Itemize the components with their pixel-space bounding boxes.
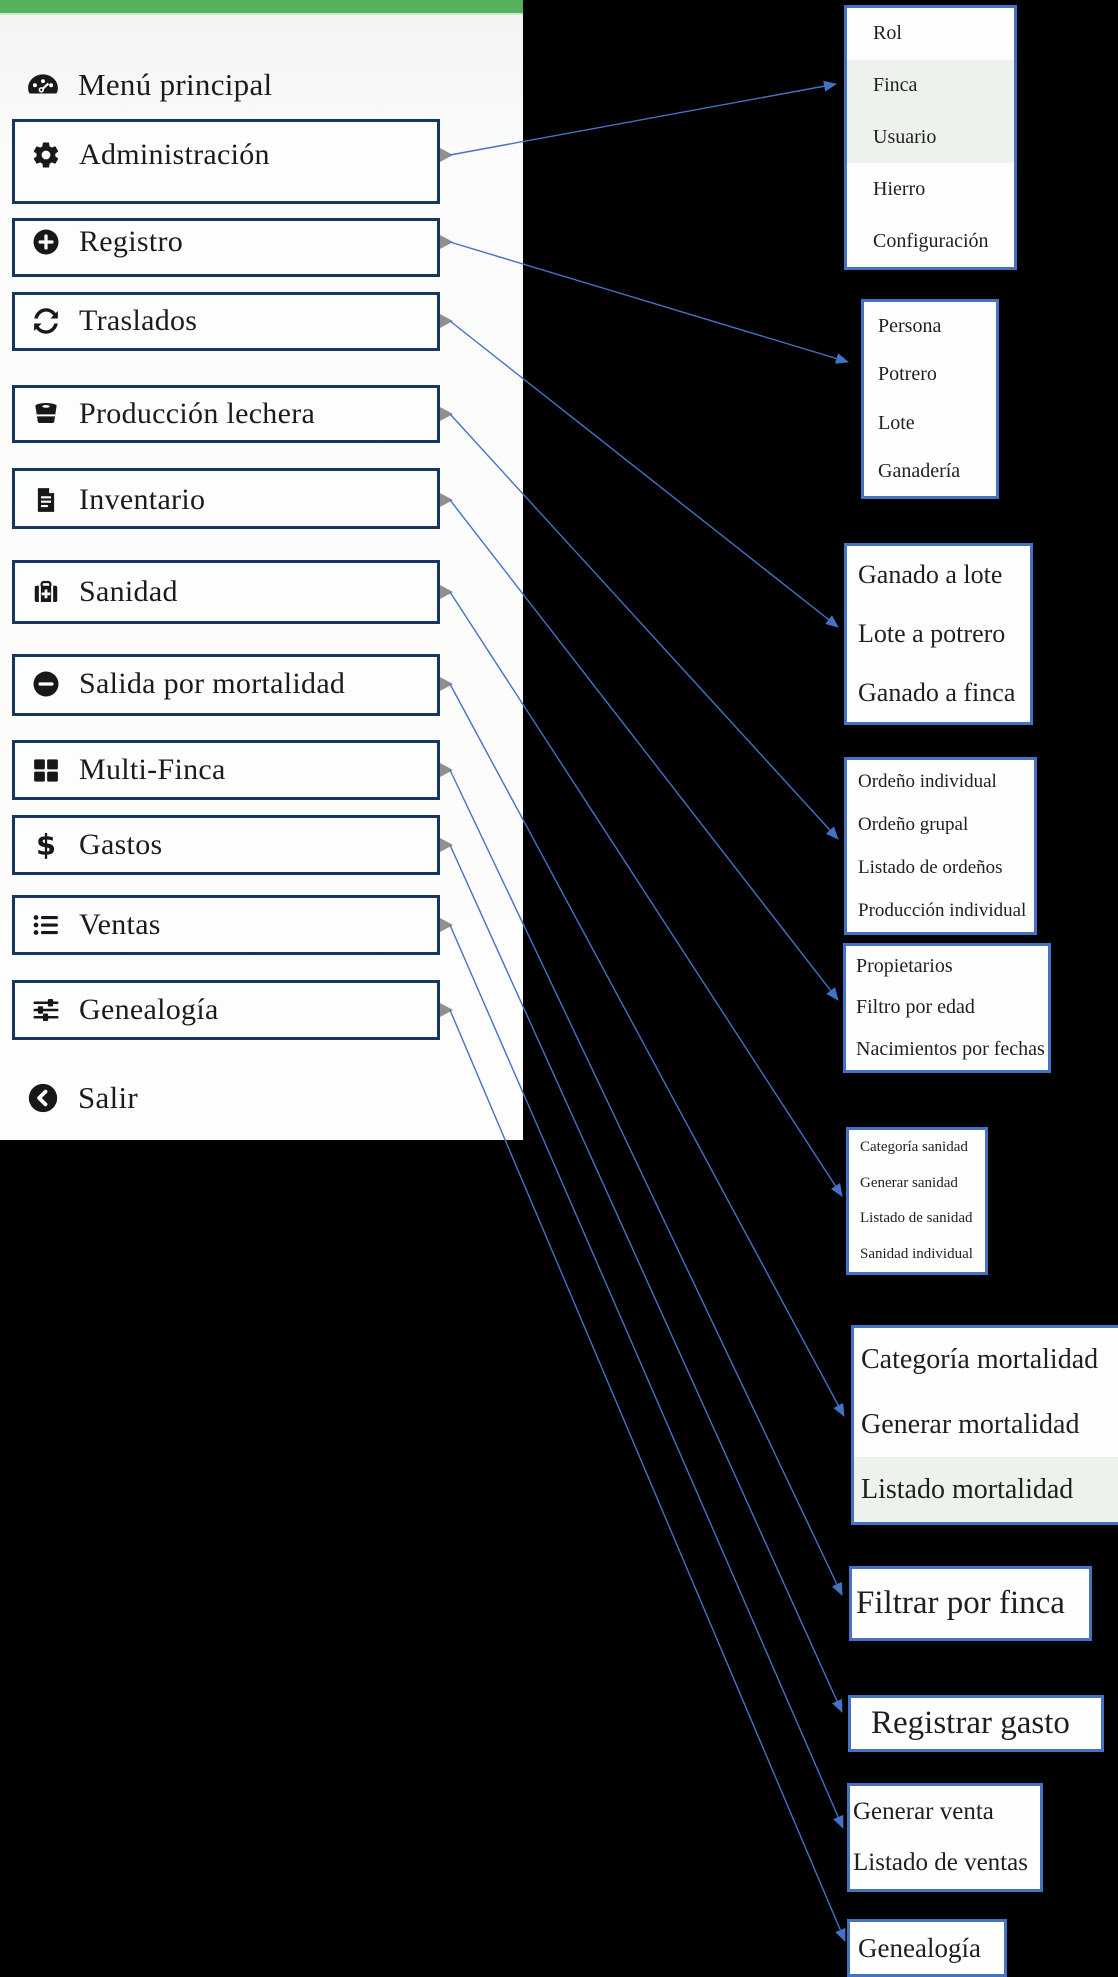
- sidebar-item-row: Administración: [15, 133, 437, 177]
- sidebar-item-row: $ Gastos: [15, 823, 437, 867]
- submenu-item[interactable]: Lote: [878, 411, 915, 434]
- submenu-item[interactable]: Propietarios: [856, 955, 953, 978]
- sidebar-item-label: Sanidad: [79, 575, 178, 608]
- menu-header-label: Menú principal: [78, 67, 273, 102]
- sidebar-item-row: Ventas: [15, 903, 437, 947]
- sidebar-item-multi-finca[interactable]: Multi-Finca: [12, 740, 440, 800]
- submenu-item[interactable]: Generar venta: [853, 1797, 994, 1825]
- sidebar-item-label: Inventario: [79, 483, 206, 516]
- sidebar-item-gastos[interactable]: $ Gastos: [12, 815, 440, 875]
- sidebar-item-label: Genealogía: [79, 993, 219, 1026]
- submenu-item[interactable]: Configuración: [873, 229, 989, 252]
- submenu-item[interactable]: Producción individual: [858, 899, 1027, 921]
- sidebar-top-accent-bar: [0, 0, 523, 15]
- sidebar-item-row: Sanidad: [15, 570, 437, 614]
- submenu-item[interactable]: Genealogía: [858, 1932, 981, 1963]
- sidebar-item-produccion-lechera[interactable]: Producción lechera: [12, 385, 440, 443]
- sidebar-item-label: Producción lechera: [79, 397, 316, 430]
- plus-circle-icon: [31, 227, 61, 257]
- sidebar-item-label: Registro: [79, 225, 184, 258]
- sidebar-item-registro[interactable]: Registro: [12, 218, 440, 277]
- sidebar-item-label: Administración: [79, 138, 270, 171]
- milk-bucket-icon: [31, 399, 61, 429]
- submenu-multi-finca-sub: Filtrar por finca: [849, 1566, 1092, 1641]
- submenu-item[interactable]: Generar mortalidad: [861, 1409, 1080, 1440]
- medkit-icon: [31, 577, 61, 607]
- back-icon: [26, 1081, 60, 1115]
- list-icon: [31, 910, 61, 940]
- submenu-item[interactable]: Persona: [878, 314, 942, 337]
- submenu-item[interactable]: Sanidad individual: [860, 1245, 973, 1262]
- sidebar-item-traslados[interactable]: Traslados: [12, 292, 440, 351]
- sidebar-item-row: Salida por mortalidad: [15, 662, 437, 706]
- submenu-item[interactable]: Rol: [873, 22, 902, 45]
- submenu-gastos-sub: Registrar gasto: [848, 1695, 1104, 1752]
- sidebar-item-salida-mortalidad[interactable]: Salida por mortalidad: [12, 654, 440, 716]
- submenu-item[interactable]: Potrero: [878, 363, 937, 386]
- submenu-item[interactable]: Categoría mortalidad: [861, 1344, 1099, 1376]
- submenu-item[interactable]: Ordeño grupal: [858, 813, 969, 835]
- sidebar-item-row: Inventario: [15, 478, 437, 522]
- submenu-item[interactable]: Listado de ordeños: [858, 856, 1003, 878]
- grid-icon: [31, 755, 61, 785]
- menu-exit[interactable]: Salir: [0, 1073, 523, 1123]
- sidebar-item-row: Genealogía: [15, 988, 437, 1032]
- submenu-item[interactable]: Registrar gasto: [871, 1705, 1070, 1741]
- dashboard-icon: [26, 68, 60, 102]
- sidebar-item-label: Gastos: [79, 828, 163, 861]
- submenu-item[interactable]: Generar sanidad: [860, 1174, 958, 1191]
- sidebar-item-row: Multi-Finca: [15, 748, 437, 792]
- sidebar-item-sanidad[interactable]: Sanidad: [12, 560, 440, 624]
- sidebar-item-label: Ventas: [79, 908, 161, 941]
- submenu-item[interactable]: Categoría sanidad: [860, 1139, 968, 1156]
- sidebar-item-ventas[interactable]: Ventas: [12, 895, 440, 955]
- gear-icon: [31, 140, 61, 170]
- submenu-item[interactable]: Hierro: [873, 177, 926, 200]
- submenu-item[interactable]: Listado de sanidad: [860, 1210, 973, 1227]
- submenu-item[interactable]: Filtrar por finca: [856, 1585, 1065, 1621]
- svg-text:$: $: [36, 830, 56, 860]
- submenu-genealogia-sub: Genealogía: [847, 1919, 1007, 1977]
- submenu-item[interactable]: Nacimientos por fechas: [856, 1037, 1045, 1060]
- submenu-item[interactable]: Usuario: [847, 111, 1014, 164]
- sidebar-item-label: Salida por mortalidad: [79, 667, 346, 700]
- submenu-item[interactable]: Ordeño individual: [858, 770, 997, 792]
- submenu-item[interactable]: Listado mortalidad: [854, 1457, 1118, 1523]
- sidebar-item-genealogia[interactable]: Genealogía: [12, 980, 440, 1040]
- sidebar-item-administracion[interactable]: Administración: [12, 119, 440, 204]
- menu-header[interactable]: Menú principal: [0, 60, 523, 110]
- menu-exit-label: Salir: [78, 1080, 139, 1115]
- document-icon: [31, 485, 61, 515]
- sidebar-item-inventario[interactable]: Inventario: [12, 468, 440, 529]
- submenu-item[interactable]: Finca: [847, 59, 1014, 112]
- sidebar-item-row: Traslados: [15, 299, 437, 343]
- submenu-item[interactable]: Lote a potrero: [858, 619, 1006, 648]
- submenu-item[interactable]: Ganado a lote: [858, 560, 1003, 590]
- sidebar-item-row: Producción lechera: [15, 392, 437, 436]
- sliders-icon: [31, 995, 61, 1025]
- dollar-icon: $: [31, 830, 61, 860]
- submenu-item[interactable]: Ganadería: [878, 460, 961, 483]
- sidebar-item-label: Traslados: [79, 304, 198, 337]
- submenu-item[interactable]: Listado de ventas: [853, 1849, 1028, 1877]
- sidebar-item-row: Registro: [15, 220, 437, 264]
- submenu-item[interactable]: Filtro por edad: [856, 996, 975, 1019]
- minus-circle-icon: [31, 669, 61, 699]
- sync-icon: [31, 306, 61, 336]
- sidebar-item-label: Multi-Finca: [79, 753, 226, 786]
- submenu-item[interactable]: Ganado a finca: [858, 677, 1016, 707]
